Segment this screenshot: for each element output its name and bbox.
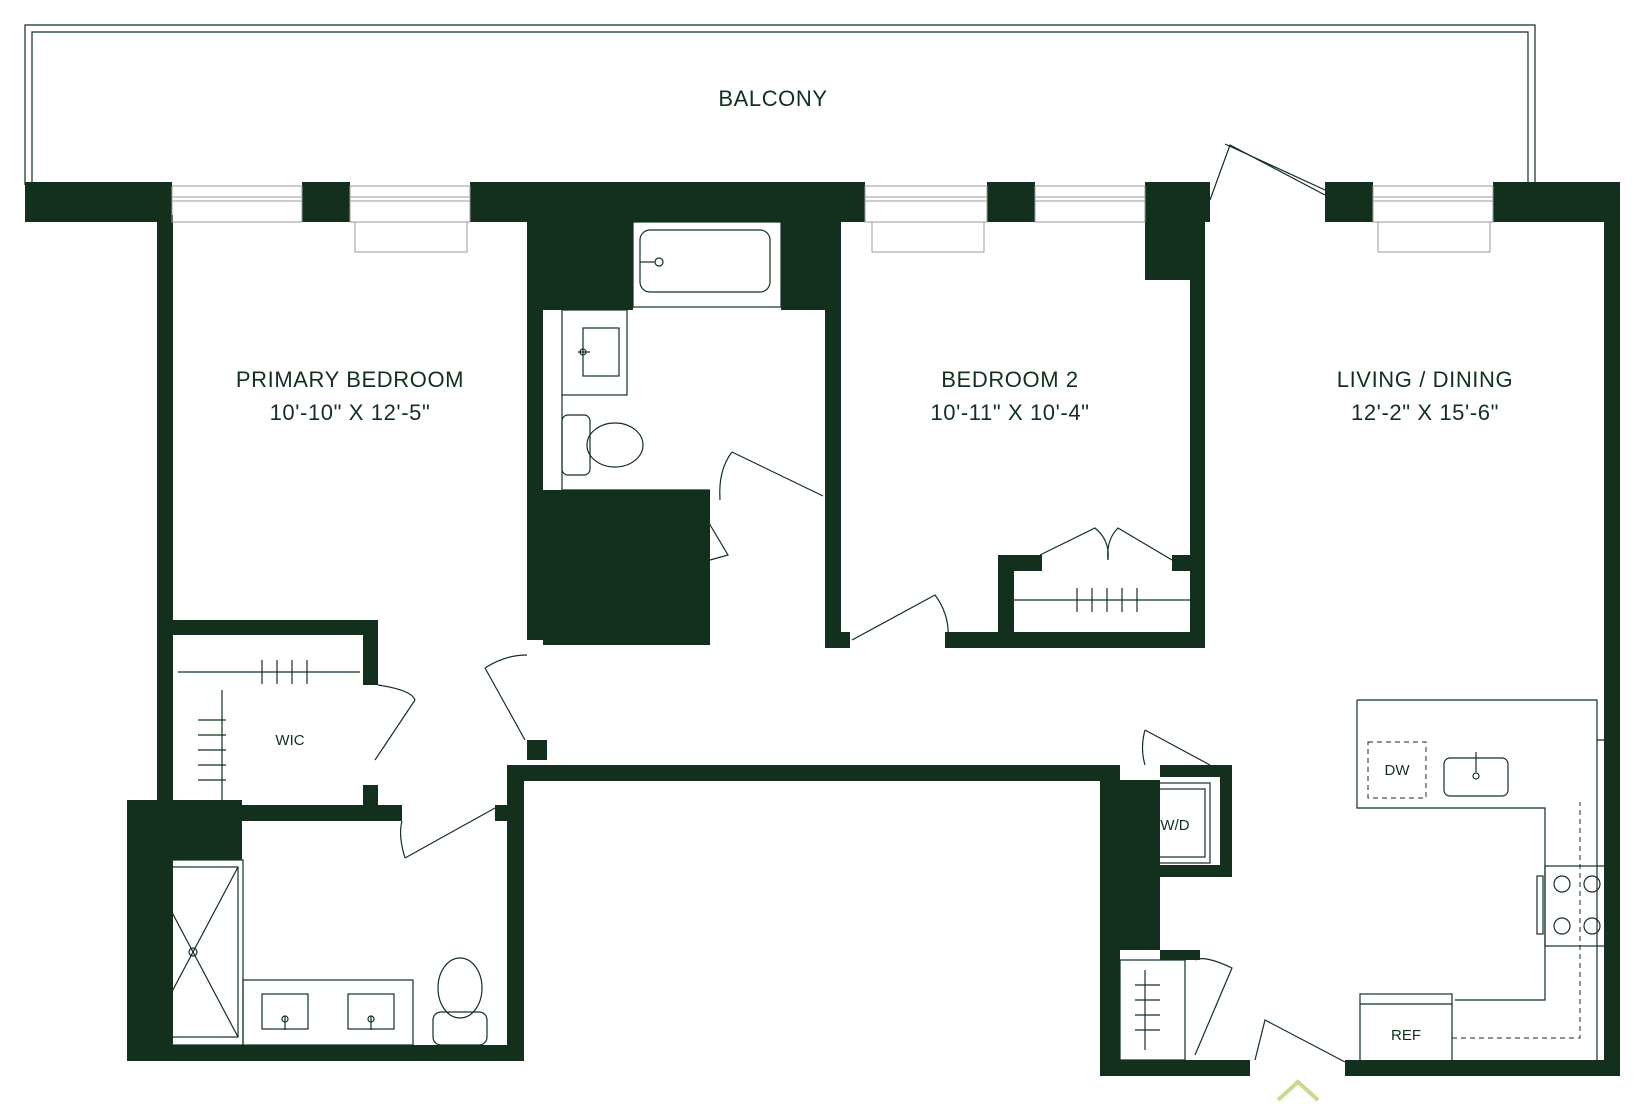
primary-bedroom-name: PRIMARY BEDROOM — [236, 367, 464, 392]
cooktop-icon — [1536, 865, 1611, 947]
bedroom-2-dims: 10'-11" X 10'-4" — [930, 400, 1089, 425]
balcony-label: BALCONY — [718, 86, 827, 111]
wic-label: WIC — [275, 732, 304, 749]
chevron-up-icon — [1276, 1079, 1320, 1102]
exterior-walls — [25, 182, 1620, 1076]
bath-1-fixtures — [561, 221, 782, 565]
doors — [374, 143, 1346, 1063]
refrigerator-label: REF — [1391, 1027, 1421, 1044]
laundry — [1139, 782, 1211, 864]
bath-2-fixtures — [142, 859, 488, 1046]
primary-bedroom-dims: 10'-10" X 12'-5" — [270, 400, 431, 425]
dishwasher-label: DW — [1385, 762, 1411, 779]
bedroom-2-name: BEDROOM 2 — [941, 367, 1078, 392]
closets — [178, 588, 1190, 1061]
living-dining-name: LIVING / DINING — [1337, 367, 1513, 392]
toilet-icon — [432, 957, 488, 1046]
bathtub-icon — [639, 229, 771, 293]
washer-dryer-label: W/D — [1160, 817, 1189, 834]
interior-walls — [127, 215, 1250, 1076]
living-dining-dims: 12'-2" X 15'-6" — [1351, 400, 1499, 425]
refrigerator — [1359, 993, 1453, 1065]
windows — [171, 185, 1494, 253]
kitchen — [1356, 699, 1611, 1065]
dishwasher — [1367, 741, 1427, 799]
balcony-outline — [24, 24, 1536, 185]
shower-icon — [147, 866, 239, 1038]
toilet-icon — [561, 414, 644, 476]
